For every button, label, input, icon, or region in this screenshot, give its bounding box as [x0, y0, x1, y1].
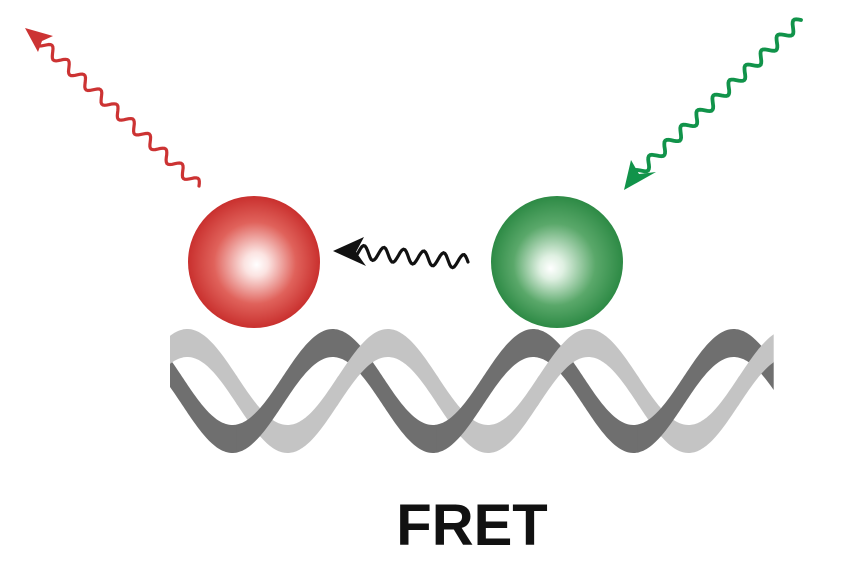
donor-sphere-icon	[491, 196, 623, 328]
excitation-wavy-arrow-icon	[624, 17, 803, 190]
dna-double-helix-icon	[170, 329, 774, 453]
helix-strand-front	[236, 329, 339, 453]
helix-strand-front	[336, 329, 439, 407]
helix-strand-front	[637, 329, 740, 453]
emission-wavy-arrow-icon	[25, 28, 201, 188]
helix-strand-front	[170, 329, 238, 406]
energy-transfer-wavy-arrow-icon	[333, 237, 470, 270]
helix-strand-back	[170, 359, 238, 453]
helix-strand-front	[737, 334, 774, 407]
fret-caption: FRET	[396, 493, 547, 558]
acceptor-sphere-icon	[188, 196, 320, 328]
helix-strand-front	[436, 329, 539, 453]
helix-strand-front	[537, 329, 640, 407]
